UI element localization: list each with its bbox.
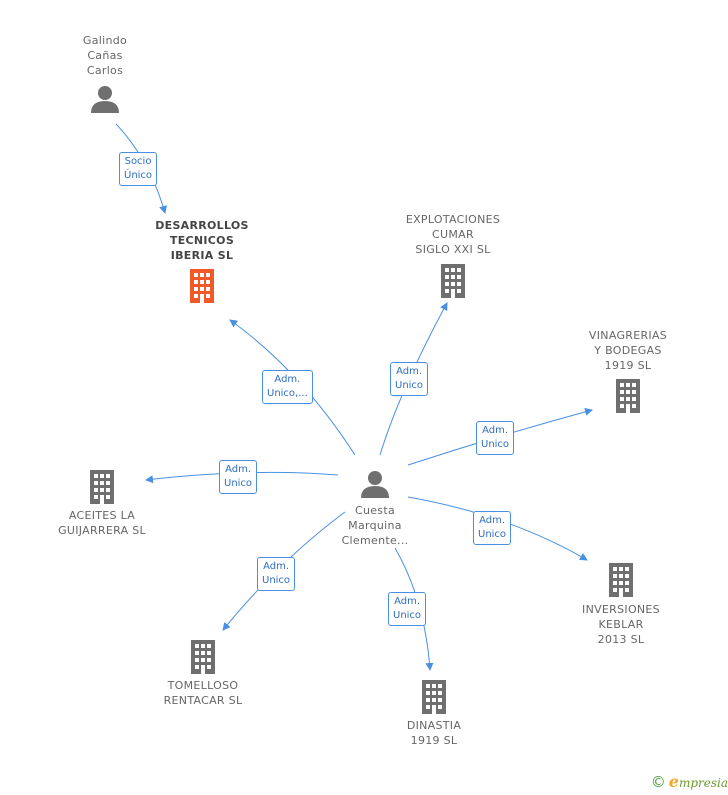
empresia-logo[interactable]: empresia — [668, 772, 728, 791]
copyright-symbol: © — [650, 773, 666, 791]
building-icon — [90, 470, 114, 504]
building-icon — [190, 269, 214, 303]
edge-label-cuesta-tomelloso[interactable]: Adm. Unico — [257, 557, 296, 591]
node-cuesta[interactable]: Cuesta Marquina Clemente... — [323, 469, 427, 548]
node-label: VINAGRERIAS Y BODEGAS 1919 SL — [588, 329, 668, 372]
footer-branding: ©empresia — [651, 772, 728, 791]
node-vinagrerias[interactable]: VINAGRERIAS Y BODEGAS 1919 SL — [578, 328, 678, 413]
node-label: DINASTIA 1919 SL — [406, 719, 462, 747]
node-label: EXPLOTACIONES CUMAR SIGLO XXI SL — [405, 213, 501, 256]
person-icon — [91, 86, 119, 113]
node-label: ACEITES LA GUIJARRERA SL — [58, 509, 146, 537]
building-icon — [609, 563, 633, 597]
node-desarrollos[interactable]: DESARROLLOS TECNICOS IBERIA SL — [146, 218, 258, 303]
node-explotaciones[interactable]: EXPLOTACIONES CUMAR SIGLO XXI SL — [396, 212, 510, 298]
node-label: INVERSIONES KEBLAR 2013 SL — [582, 603, 660, 646]
building-icon — [191, 640, 215, 674]
edge-label-cuesta-dinastia[interactable]: Adm. Unico — [388, 592, 427, 626]
edge-label-cuesta-aceites[interactable]: Adm. Unico — [219, 460, 258, 494]
node-label: Cuesta Marquina Clemente... — [341, 504, 409, 547]
node-label: TOMELLOSO RENTACAR SL — [163, 679, 243, 707]
person-icon — [361, 471, 389, 498]
edge-label-cuesta-vinagrerias[interactable]: Adm. Unico — [476, 421, 515, 455]
edge-label-cuesta-inversiones[interactable]: Adm. Unico — [473, 511, 512, 545]
node-label: Galindo Cañas Carlos — [82, 34, 128, 77]
edge-label-cuesta-explotaciones[interactable]: Adm. Unico — [390, 362, 429, 396]
node-tomelloso[interactable]: TOMELLOSO RENTACAR SL — [150, 640, 256, 708]
building-icon — [441, 264, 465, 298]
node-dinastia[interactable]: DINASTIA 1919 SL — [384, 680, 484, 748]
node-galindo[interactable]: Galindo Cañas Carlos — [55, 33, 155, 114]
node-aceites[interactable]: ACEITES LA GUIJARRERA SL — [44, 470, 160, 538]
edge-label-galindo-desarrollos[interactable]: Socio Único — [119, 152, 158, 186]
edge-label-cuesta-desarrollos[interactable]: Adm. Unico,... — [262, 370, 313, 404]
building-icon — [616, 379, 640, 413]
node-inversiones[interactable]: INVERSIONES KEBLAR 2013 SL — [570, 563, 672, 647]
building-icon — [422, 680, 446, 714]
node-label: DESARROLLOS TECNICOS IBERIA SL — [155, 219, 249, 262]
